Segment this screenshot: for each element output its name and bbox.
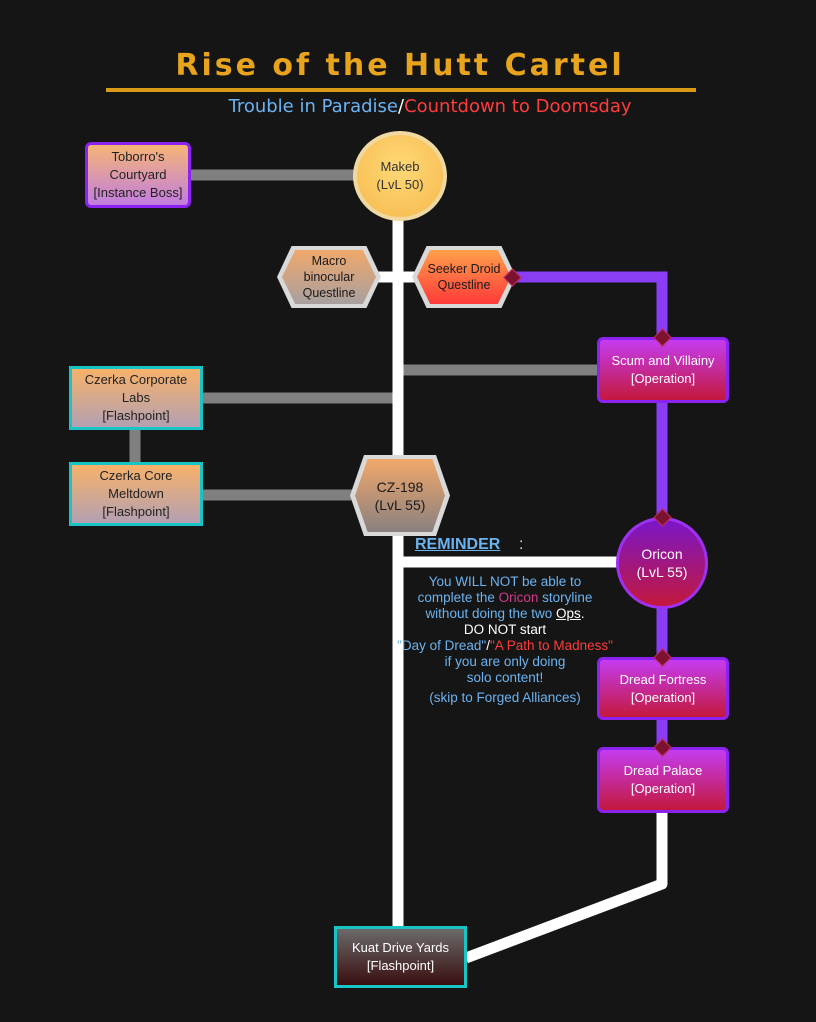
subtitle: Trouble in Paradise/Countdown to Doomsda… xyxy=(150,96,710,117)
reminder-line-2: complete the Oricon storyline xyxy=(400,590,610,606)
node-macro: Macro binocular Questline xyxy=(282,250,376,304)
node-macro-name: Macro binocular xyxy=(303,254,355,284)
node-seeker: Seeker Droid Questline xyxy=(417,250,511,304)
reminder-ops: Ops xyxy=(556,606,581,621)
subtitle-separator: / xyxy=(397,96,405,117)
subtitle-part-a: Trouble in Paradise xyxy=(228,96,398,117)
reminder-line-3a: without doing the two xyxy=(425,606,557,621)
node-oricon: Oricon (LvL 55) xyxy=(616,517,708,609)
node-toborro: Toborro's Courtyard [Instance Boss] xyxy=(85,142,191,208)
node-makeb: Makeb (LvL 50) xyxy=(353,131,447,221)
node-czerka-labs: Czerka Corporate Labs [Flashpoint] xyxy=(69,366,203,430)
reminder-colon: : xyxy=(519,536,524,553)
reminder-line-6: if you are only doing xyxy=(444,654,566,669)
node-kuat: Kuat Drive Yards [Flashpoint] xyxy=(334,926,467,988)
reminder-line-5: "Day of Dread"/"A Path to Madness" xyxy=(388,638,622,654)
node-scum: Scum and Villainy [Operation] xyxy=(597,337,729,403)
title-underline xyxy=(106,88,696,92)
reminder-line-1: You WILL NOT be able to xyxy=(428,574,582,589)
page-title: Rise of the Hutt Cartel xyxy=(175,48,625,83)
reminder-oricon: Oricon xyxy=(498,590,539,605)
node-makeb-detail: (LvL 50) xyxy=(376,177,424,192)
node-cz198-detail: (LvL 55) xyxy=(374,496,426,513)
node-dread-fortress-detail: [Operation] xyxy=(630,689,696,705)
line-seeker-scum xyxy=(512,271,668,340)
reminder-line-7: solo content! xyxy=(466,670,544,685)
node-dread-fortress-name: Dread Fortress xyxy=(619,671,707,687)
node-toborro-name: Toborro's Courtyard xyxy=(109,149,167,182)
node-oricon-name: Oricon xyxy=(641,546,683,562)
reminder-text: You WILL NOT be able to complete the Ori… xyxy=(397,574,613,706)
node-dread-palace-name: Dread Palace xyxy=(623,763,703,778)
node-seeker-name: Seeker Droid xyxy=(427,262,501,276)
node-oricon-detail: (LvL 55) xyxy=(636,564,688,580)
node-dread-palace: Dread Palace [Operation] xyxy=(597,747,729,813)
node-czerka-core-detail: [Flashpoint] xyxy=(102,504,170,519)
reminder-line-2c: storyline xyxy=(538,590,593,605)
node-macro-detail: Questline xyxy=(302,286,356,300)
node-czerka-core-name: Czerka Core Meltdown xyxy=(99,468,173,501)
reminder-line-2a: complete the xyxy=(417,590,499,605)
reminder-heading: REMINDER xyxy=(415,536,501,553)
node-dread-fortress: Dread Fortress [Operation] xyxy=(597,657,729,720)
reminder-line-3c: . xyxy=(580,606,585,621)
reminder-line-5-sep: / xyxy=(486,638,490,653)
reminder-line-4: DO NOT start xyxy=(463,622,547,637)
reminder-line-8: (skip to Forged Alliances) xyxy=(429,690,581,705)
subtitle-part-b: Countdown to Doomsday xyxy=(404,96,632,117)
node-czerka-core: Czerka Core Meltdown [Flashpoint] xyxy=(69,462,203,526)
reminder-line-3: without doing the two Ops. xyxy=(400,606,610,622)
node-cz198: CZ-198 (LvL 55) xyxy=(355,459,445,532)
node-kuat-name: Kuat Drive Yards xyxy=(351,940,450,955)
node-scum-name: Scum and Villainy xyxy=(611,353,715,368)
node-cz198-name: CZ-198 xyxy=(376,478,424,495)
node-seeker-detail: Questline xyxy=(437,278,491,292)
node-scum-detail: [Operation] xyxy=(630,371,696,386)
node-kuat-detail: [Flashpoint] xyxy=(366,958,435,973)
node-toborro-detail: [Instance Boss] xyxy=(93,185,183,200)
node-czerka-labs-name: Czerka Corporate Labs xyxy=(84,372,188,405)
node-makeb-name: Makeb xyxy=(380,159,420,174)
node-czerka-labs-detail: [Flashpoint] xyxy=(102,408,170,423)
node-dread-palace-detail: [Operation] xyxy=(630,781,696,796)
reminder-day-of-dread: "Day of Dread" xyxy=(397,638,487,653)
reminder-path-to-madness: "A Path to Madness" xyxy=(489,638,613,653)
line-palace-kuat xyxy=(464,813,668,964)
